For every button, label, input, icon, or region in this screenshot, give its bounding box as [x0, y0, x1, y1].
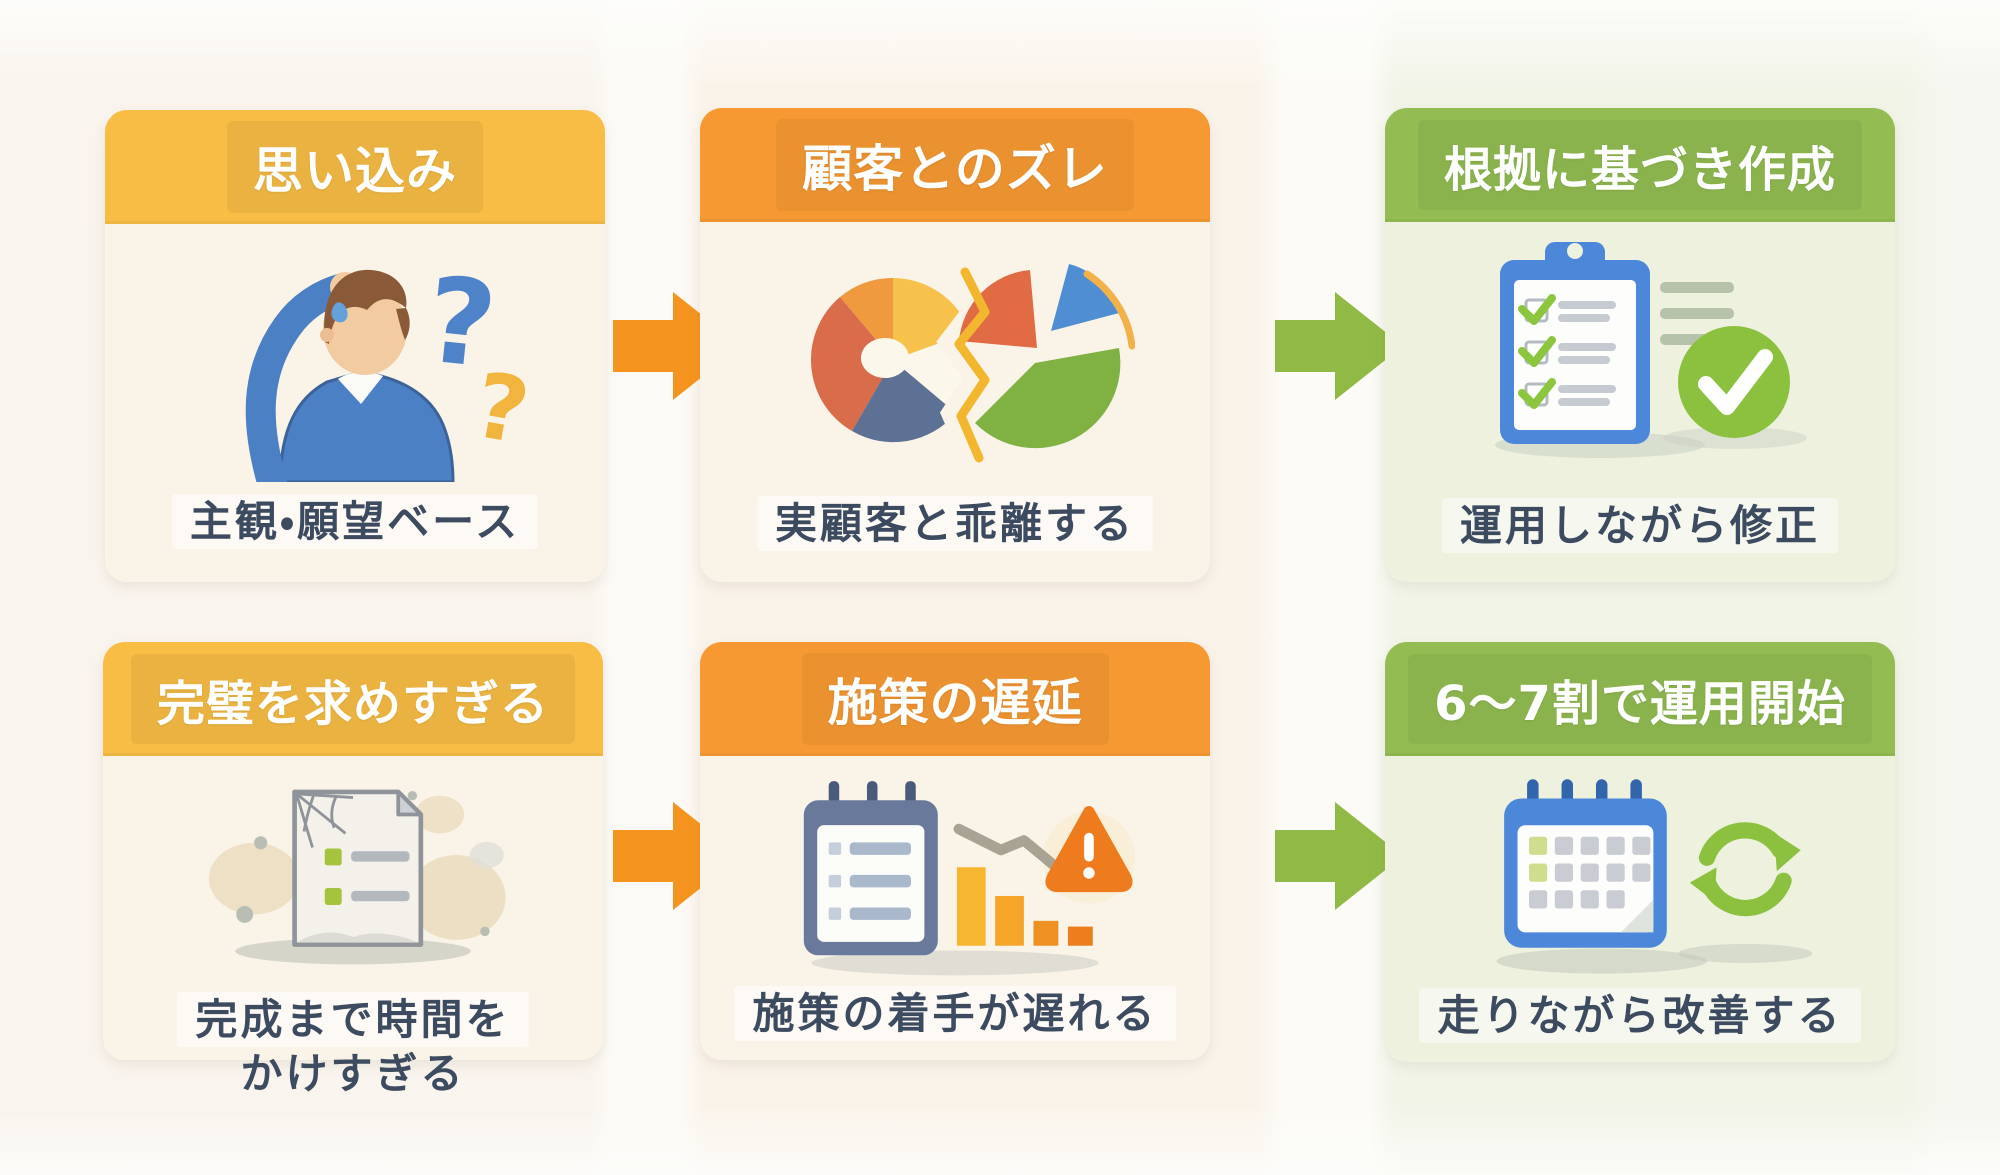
card-perfectionism: 完璧を求めすぎる: [103, 642, 603, 1098]
card-delayed-actions-title: 施策の遅延: [801, 653, 1109, 745]
arrow-right-icon: [1275, 292, 1403, 400]
card-perfectionism-header: 完璧を求めすぎる: [103, 642, 603, 756]
card-assumption-title: 思い込み: [227, 121, 483, 213]
card-perfectionism-title: 完璧を求めすぎる: [130, 654, 575, 744]
card-evidence-based-body: 運用しながら修正: [1385, 222, 1895, 582]
card-delayed-actions-caption: 施策の着手が遅れる: [700, 986, 1210, 1042]
card-delayed-actions: 施策の遅延 施策: [700, 642, 1210, 1060]
arrow-right-icon: [1275, 802, 1403, 910]
arrow-right-icon: [613, 292, 741, 400]
card-start-at-60-70-caption: 走りながら改善する: [1385, 988, 1895, 1044]
card-evidence-based-header: 根拠に基づき作成: [1385, 108, 1895, 222]
dusty-document-icon: [208, 789, 506, 965]
delayed-calendar-chart-icon: [803, 781, 1135, 976]
confused-person-icon: ? ?: [245, 250, 535, 482]
arrow-right-icon: [613, 802, 741, 910]
card-delayed-actions-body: 施策の着手が遅れる: [700, 756, 1210, 1060]
card-start-at-60-70-body: 走りながら改善する: [1385, 756, 1895, 1062]
card-start-at-60-70-title: 6〜7割で運用開始: [1408, 654, 1872, 744]
svg-text:?: ?: [420, 250, 503, 394]
card-customer-gap-title: 顧客とのズレ: [776, 119, 1134, 211]
card-evidence-based-title: 根拠に基づき作成: [1417, 120, 1862, 210]
card-customer-gap-body: 実顧客と乖離する: [700, 222, 1210, 582]
card-start-at-60-70-header: 6〜7割で運用開始: [1385, 642, 1895, 756]
card-perfectionism-caption: 完成まで時間を かけすぎる: [103, 991, 603, 1102]
card-assumption-header: 思い込み: [105, 110, 605, 224]
card-customer-gap: 顧客とのズレ 実顧客と乖離する: [700, 108, 1210, 582]
card-evidence-based: 根拠に基づき作成: [1385, 108, 1895, 582]
card-perfectionism-body: 完成まで時間を かけすぎる: [103, 756, 603, 1098]
card-assumption: 思い込み ? ? 主観・願望ベース: [105, 110, 605, 582]
card-customer-gap-caption: 実顧客と乖離する: [700, 496, 1210, 552]
card-customer-gap-header: 顧客とのズレ: [700, 108, 1210, 222]
broken-pie-chart-icon: [810, 259, 1135, 466]
card-delayed-actions-header: 施策の遅延: [700, 642, 1210, 756]
card-start-at-60-70: 6〜7割で運用開始: [1385, 642, 1895, 1062]
card-evidence-based-caption: 運用しながら修正: [1385, 498, 1895, 554]
checklist-clipboard-icon: [1495, 242, 1807, 458]
card-assumption-body: ? ? 主観・願望ベース: [105, 224, 605, 582]
card-assumption-caption: 主観・願望ベース: [105, 494, 605, 550]
calendar-refresh-icon: [1496, 779, 1813, 974]
